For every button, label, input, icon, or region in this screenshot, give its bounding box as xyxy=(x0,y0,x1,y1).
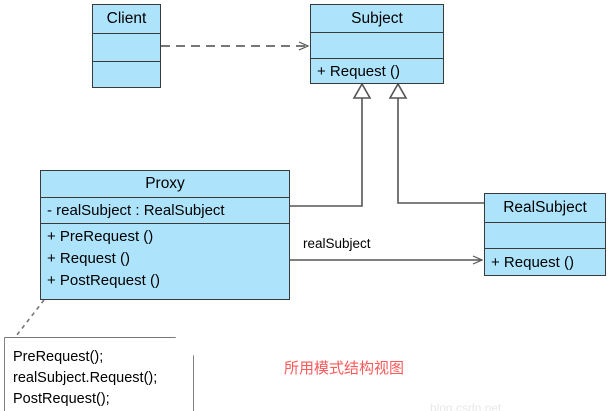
operation-item: + Request () xyxy=(317,63,400,80)
note-text-block: PreRequest(); realSubject.Request(); Pos… xyxy=(13,347,157,410)
operation-item: + Request () xyxy=(47,250,130,267)
class-realsubject-title: RealSubject xyxy=(503,199,587,216)
edge-proxy-to-subject xyxy=(290,82,372,207)
class-proxy[interactable]: Proxy - realSubject : RealSubject + PreR… xyxy=(40,170,290,300)
class-realsubject[interactable]: RealSubject + Request () xyxy=(484,193,606,276)
watermark-text: blog.csdn.net xyxy=(430,401,502,411)
class-client-operations xyxy=(93,61,160,89)
class-realsubject-operations: + Request () xyxy=(485,248,605,276)
class-proxy-title: Proxy xyxy=(145,175,185,192)
class-subject-operations: + Request () xyxy=(311,58,443,85)
class-proxy-attributes: - realSubject : RealSubject xyxy=(41,197,289,223)
operation-item: + Request () xyxy=(491,253,574,271)
class-realsubject-attributes xyxy=(485,222,605,248)
class-subject-attributes xyxy=(311,32,443,58)
note-line: PreRequest(); xyxy=(13,349,104,365)
attribute-item: - realSubject : RealSubject xyxy=(47,201,225,219)
note-box: PreRequest(); realSubject.Request(); Pos… xyxy=(5,338,193,411)
edge-realsubject-to-subject xyxy=(388,82,484,204)
edge-label-realsubject: realSubject xyxy=(303,236,371,251)
class-proxy-operations: + PreRequest () + Request () + PostReque… xyxy=(41,223,289,302)
class-client-attributes xyxy=(93,33,160,61)
note-line: realSubject.Request(); xyxy=(13,370,158,386)
operation-item: + PreRequest () xyxy=(47,228,154,245)
note-line: PostRequest(); xyxy=(13,391,110,407)
class-client-title: Client xyxy=(106,10,147,27)
edge-proxy-to-note xyxy=(12,299,45,341)
operation-item: + PostRequest () xyxy=(47,272,160,289)
class-subject-title: Subject xyxy=(351,9,403,27)
class-client[interactable]: Client xyxy=(92,4,161,88)
diagram-caption: 所用模式结构视图 xyxy=(284,360,405,377)
class-subject[interactable]: Subject + Request () xyxy=(310,4,444,84)
